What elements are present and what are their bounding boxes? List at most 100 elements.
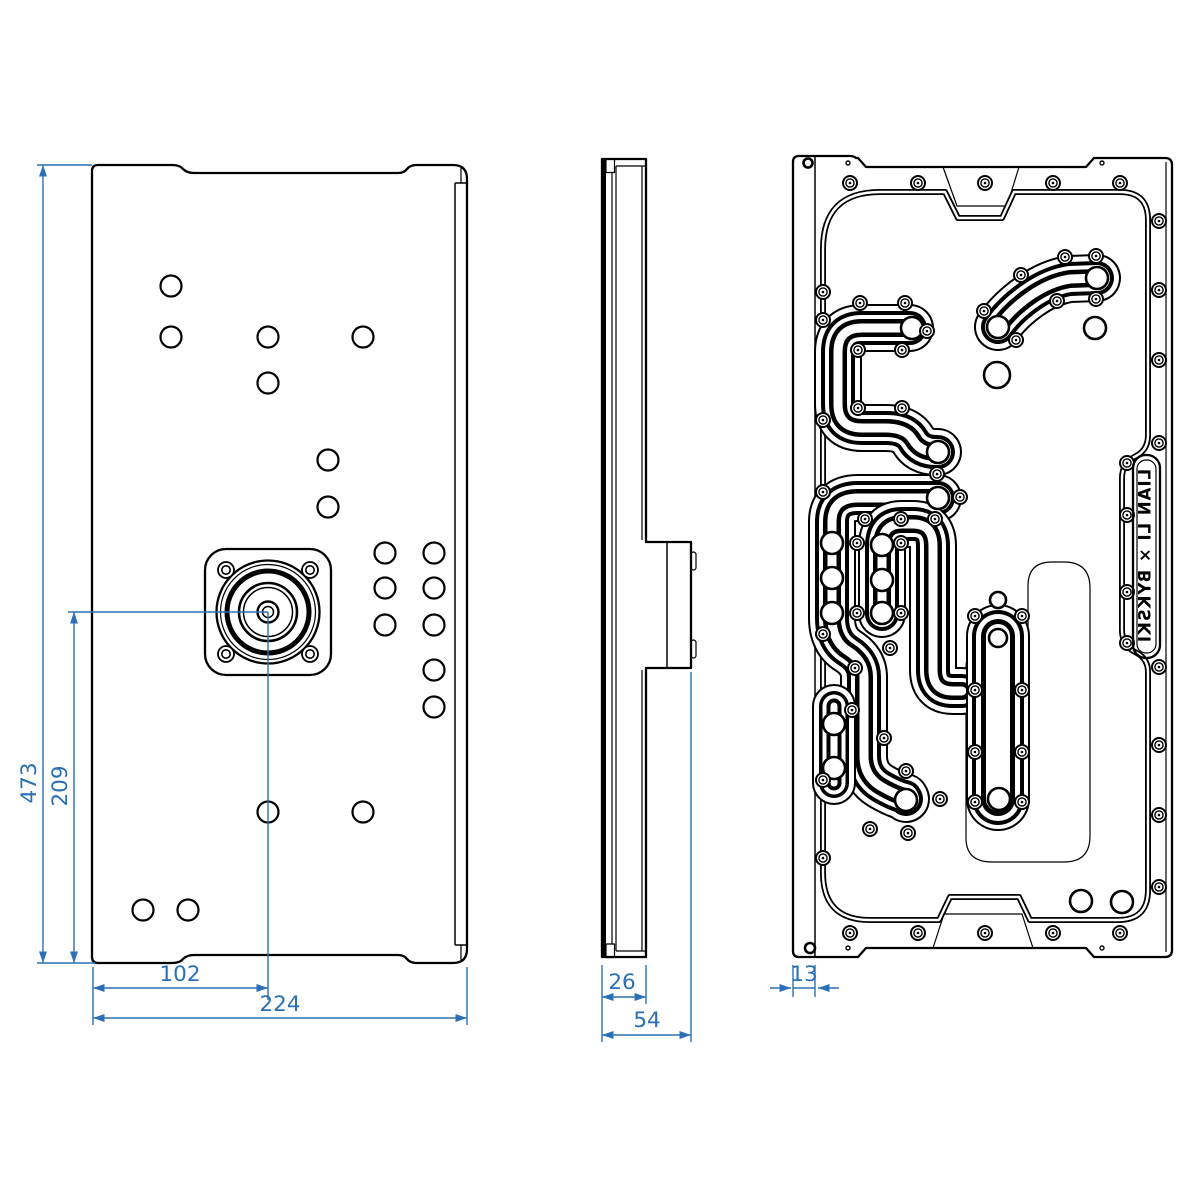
- alignment-dots: [845, 160, 1105, 951]
- channel-elbow-right: [882, 524, 962, 691]
- screw-icon: [903, 301, 907, 305]
- flange-hole: [221, 564, 232, 575]
- screw-icon: [1157, 665, 1161, 669]
- perimeter-gasket: [820, 189, 1151, 923]
- screw-icon: [850, 708, 854, 712]
- screw-icon: [1157, 441, 1161, 445]
- mounting-hole: [422, 541, 446, 565]
- screw-icon: [1063, 255, 1067, 259]
- screw-icon: [904, 769, 908, 773]
- port-hole: [925, 485, 951, 511]
- mounting-hole: [373, 541, 397, 565]
- screw-icon: [973, 750, 977, 754]
- screw-icon: [1157, 219, 1161, 223]
- screw-icon: [888, 646, 892, 650]
- coolant-ports: [802, 157, 1135, 955]
- dim-26: 26: [608, 970, 635, 995]
- port-hole: [986, 786, 1012, 812]
- screw-icon: [821, 318, 825, 322]
- screw-icon: [1157, 288, 1161, 292]
- screw-icon: [1094, 297, 1098, 301]
- screw-icon: [821, 418, 825, 422]
- screw-icon: [958, 495, 962, 499]
- back-view: LIAN LI × BYKSKI: [791, 154, 1174, 959]
- gasket-screws: [815, 175, 1167, 941]
- screw-icon: [1157, 743, 1161, 747]
- mounting-hole: [159, 274, 183, 298]
- screw-icon: [900, 348, 904, 352]
- screw-icon: [983, 181, 987, 185]
- port-hole: [869, 532, 895, 558]
- port-hole: [869, 567, 895, 593]
- screw-icon: [899, 611, 903, 615]
- screw-icon: [821, 856, 825, 860]
- dimension-annotations: 473 209 102 224 26 54 13: [17, 164, 839, 1042]
- screw-icon: [1118, 931, 1122, 935]
- screw-icon: [1014, 338, 1018, 342]
- screw-icon: [982, 309, 986, 313]
- screw-icon: [900, 406, 904, 410]
- port-hole: [893, 787, 919, 813]
- screw-icon: [1020, 750, 1024, 754]
- screw-icon: [848, 931, 852, 935]
- flange-hole: [304, 648, 315, 659]
- screw-icon: [855, 611, 859, 615]
- pin-dot: [845, 945, 851, 951]
- screw-icon: [983, 931, 987, 935]
- mounting-hole: [176, 898, 200, 922]
- mounting-hole: [373, 576, 397, 600]
- channel-capsule-diagonal: [998, 278, 1097, 327]
- screw-icon: [821, 490, 825, 494]
- dim-102: 102: [159, 962, 200, 987]
- screw-icon: [1051, 931, 1055, 935]
- port-hole: [821, 755, 847, 781]
- screw-icon: [938, 797, 942, 801]
- screw-icon: [856, 406, 860, 410]
- screw-icon: [1157, 885, 1161, 889]
- side-top-tab: [605, 158, 616, 174]
- screw-icon: [973, 688, 977, 692]
- screw-icon: [858, 301, 862, 305]
- back-outline: [791, 154, 1174, 959]
- screw-icon: [1094, 254, 1098, 258]
- port-hole: [925, 439, 951, 465]
- screw-icon: [848, 181, 852, 185]
- port-hole: [1082, 315, 1108, 341]
- mounting-hole: [316, 495, 340, 519]
- screw-icon: [1125, 513, 1129, 517]
- mounting-hole: [422, 576, 446, 600]
- flange-hole: [221, 648, 232, 659]
- side-view: [600, 157, 697, 959]
- screw-icon: [1020, 614, 1024, 618]
- mounting-hole: [256, 325, 280, 349]
- screw-icon: [882, 736, 886, 740]
- screw-icon: [1125, 590, 1129, 594]
- port-hole: [803, 941, 817, 955]
- screw-icon: [925, 329, 929, 333]
- screw-icon: [973, 800, 977, 804]
- mounting-hole: [159, 325, 183, 349]
- screw-icon: [821, 778, 825, 782]
- port-hole: [869, 600, 895, 626]
- screw-icon: [1019, 273, 1023, 277]
- mounting-hole: [422, 695, 446, 719]
- pin-dot: [845, 160, 851, 166]
- dim-473: 473: [17, 762, 42, 803]
- screw-icon: [868, 827, 872, 831]
- screw-icon: [1125, 461, 1129, 465]
- port-hole: [988, 590, 1008, 610]
- flange-hole: [304, 564, 315, 575]
- screw-icon: [916, 181, 920, 185]
- port-hole: [987, 627, 1009, 649]
- port-hole: [802, 157, 814, 169]
- screw-icon: [1020, 800, 1024, 804]
- mounting-hole: [351, 800, 375, 824]
- back-top-recess: [942, 166, 1020, 207]
- port-hole: [819, 600, 845, 626]
- screw-icon: [855, 541, 859, 545]
- dim-209: 209: [48, 765, 73, 806]
- side-bottom-tab: [605, 943, 616, 959]
- screw-icon: [935, 472, 939, 476]
